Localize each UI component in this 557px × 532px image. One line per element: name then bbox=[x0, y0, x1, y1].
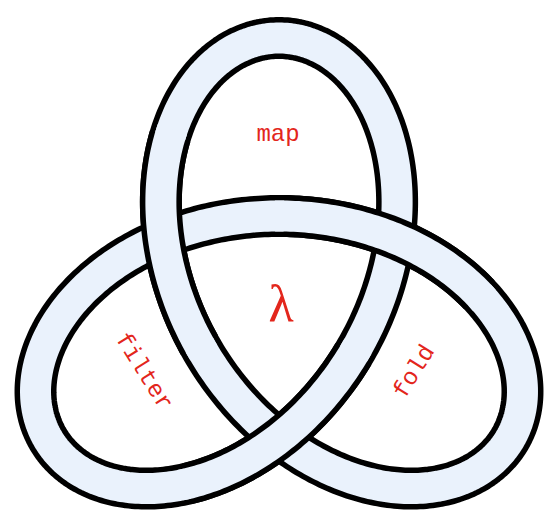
crossing-band bbox=[161, 129, 204, 353]
knot-outline bbox=[36, 38, 523, 489]
crossing-band bbox=[180, 346, 358, 485]
filter-label: filter bbox=[110, 329, 176, 415]
fold-label: fold bbox=[390, 341, 441, 403]
knot-band bbox=[36, 38, 523, 489]
crossing-band bbox=[275, 216, 484, 300]
map-label: map bbox=[256, 123, 299, 147]
lambda-label: λ bbox=[268, 278, 293, 330]
